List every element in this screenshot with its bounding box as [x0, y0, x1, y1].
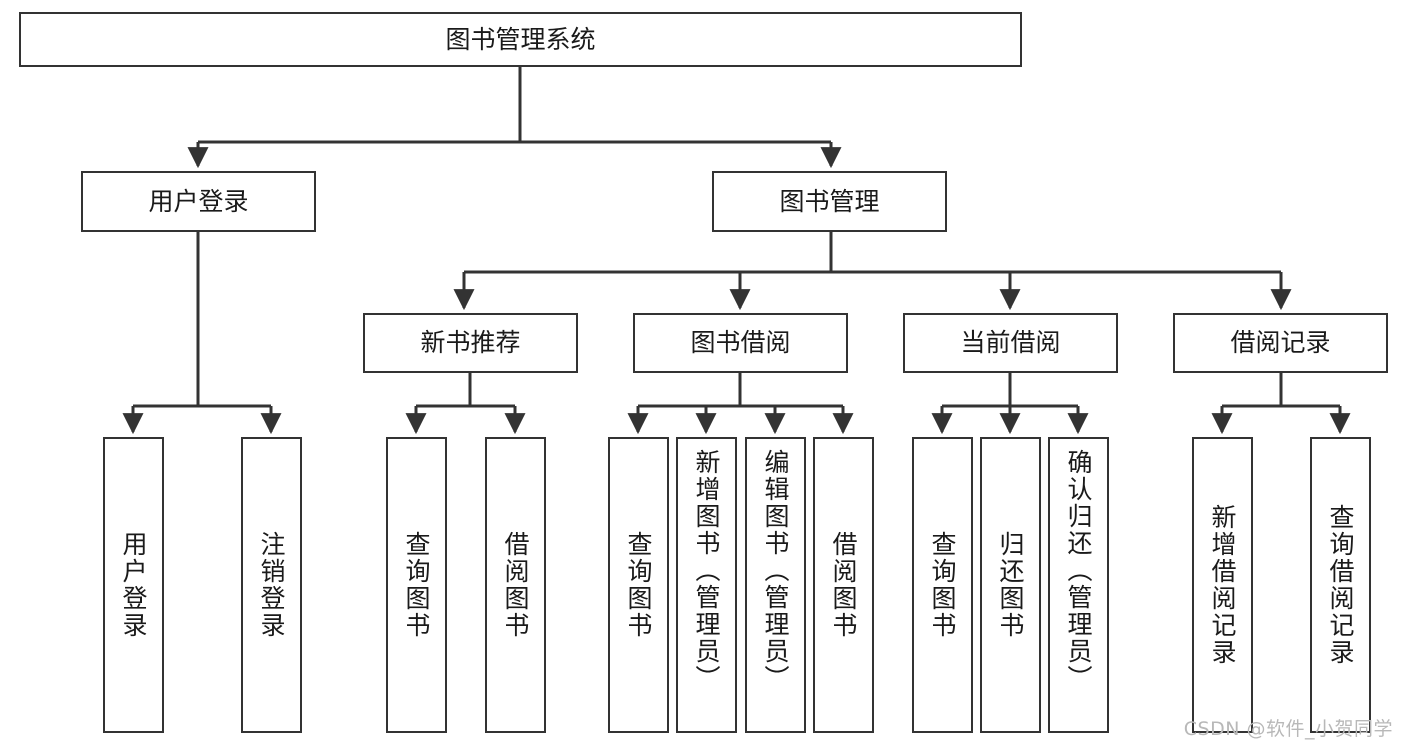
node-leaf-confirm-return[interactable]: 确认归还（管理员） [1048, 437, 1109, 733]
node-leaf-borrow-book-1[interactable]: 借阅图书 [485, 437, 546, 733]
node-book-manage-label: 图书管理 [779, 186, 880, 216]
node-borrow-record[interactable]: 借阅记录 [1173, 313, 1388, 373]
node-current-borrow-label: 当前借阅 [960, 328, 1061, 357]
node-leaf-add-record-label: 新增借阅记录 [1208, 504, 1237, 666]
node-book-borrow-label: 图书借阅 [690, 328, 791, 357]
node-leaf-query-book-2[interactable]: 查询图书 [608, 437, 669, 733]
node-borrow-record-label: 借阅记录 [1230, 328, 1331, 357]
node-root-label: 图书管理系统 [445, 24, 596, 54]
node-leaf-query-record-label: 查询借阅记录 [1326, 504, 1355, 666]
node-current-borrow[interactable]: 当前借阅 [903, 313, 1118, 373]
node-user-login-label: 用户登录 [148, 186, 249, 216]
node-leaf-query-book-3[interactable]: 查询图书 [912, 437, 973, 733]
node-leaf-edit-book-label: 编辑图书（管理员） [761, 449, 790, 692]
node-book-borrow[interactable]: 图书借阅 [633, 313, 848, 373]
node-leaf-user-logout-label: 注销登录 [257, 531, 286, 639]
node-new-book-recommend[interactable]: 新书推荐 [363, 313, 578, 373]
node-leaf-return-book[interactable]: 归还图书 [980, 437, 1041, 733]
node-leaf-user-login[interactable]: 用户登录 [103, 437, 164, 733]
node-leaf-add-book[interactable]: 新增图书（管理员） [676, 437, 737, 733]
node-leaf-confirm-return-label: 确认归还（管理员） [1064, 449, 1093, 692]
watermark-label: CSDN @软件_小贺同学 [1183, 718, 1393, 740]
node-leaf-query-book-1[interactable]: 查询图书 [386, 437, 447, 733]
node-user-login[interactable]: 用户登录 [81, 171, 316, 232]
node-root[interactable]: 图书管理系统 [19, 12, 1022, 67]
node-leaf-user-logout[interactable]: 注销登录 [241, 437, 302, 733]
node-leaf-edit-book[interactable]: 编辑图书（管理员） [745, 437, 806, 733]
node-leaf-borrow-book-2[interactable]: 借阅图书 [813, 437, 874, 733]
node-new-book-recommend-label: 新书推荐 [420, 328, 521, 357]
node-leaf-query-record[interactable]: 查询借阅记录 [1310, 437, 1371, 733]
node-leaf-borrow-book-2-label: 借阅图书 [829, 531, 858, 639]
node-leaf-add-record[interactable]: 新增借阅记录 [1192, 437, 1253, 733]
node-leaf-user-login-label: 用户登录 [119, 531, 148, 639]
node-leaf-query-book-2-label: 查询图书 [624, 531, 653, 639]
node-leaf-return-book-label: 归还图书 [996, 531, 1025, 639]
node-book-manage[interactable]: 图书管理 [712, 171, 947, 232]
node-leaf-add-book-label: 新增图书（管理员） [692, 449, 721, 692]
node-leaf-query-book-1-label: 查询图书 [402, 531, 431, 639]
node-leaf-borrow-book-1-label: 借阅图书 [501, 531, 530, 639]
node-leaf-query-book-3-label: 查询图书 [928, 531, 957, 639]
